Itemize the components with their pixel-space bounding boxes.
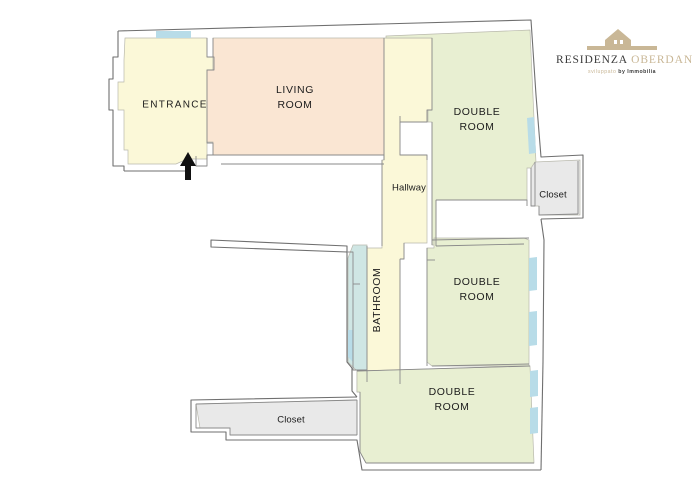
room-fill-closet-2[interactable] <box>195 399 358 436</box>
wall-outline-bottom <box>190 396 541 471</box>
window-double2-east-lower <box>529 311 537 346</box>
logo-tagline: sviluppato by Immobilia <box>556 69 688 75</box>
wall-hallway-double1 <box>399 38 433 123</box>
window-double2-east <box>529 257 537 291</box>
wall-outline-corridor-left <box>210 239 353 369</box>
window-double3-east-lower <box>530 407 538 434</box>
wall-double1-south <box>436 199 528 206</box>
logo-word-residenza: RESIDENZA <box>556 54 628 66</box>
logo-word-oberdan: OBERDAN <box>631 54 694 66</box>
wall-double2-north <box>431 237 530 241</box>
wall-hallway-door-jamb <box>400 243 405 260</box>
logo-tagline-part1: sviluppato <box>587 68 617 75</box>
wall-double3-west <box>359 392 367 464</box>
wall-outline-right-lower <box>540 361 544 471</box>
logo-title: RESIDENZA OBERDAN <box>556 54 692 67</box>
interior-walls <box>195 38 579 464</box>
room-fill-closet-1[interactable] <box>530 159 581 216</box>
windows <box>156 31 538 434</box>
wall-outline-right-mid <box>540 218 545 363</box>
wall-living-south <box>213 154 385 160</box>
wall-outline-right-upper <box>535 94 584 220</box>
logo-tagline-part2: by <box>618 68 626 75</box>
room-fill-living-room[interactable] <box>206 37 385 156</box>
wall-closet2-left <box>195 404 200 429</box>
house-roof-icon <box>587 29 657 50</box>
wall-outline-mid-left <box>351 368 358 398</box>
window-entrance-north <box>156 31 191 38</box>
window-double1-east <box>527 117 536 154</box>
wall-outline-entrance-left <box>108 31 125 171</box>
wall-bathroom-west <box>347 251 367 371</box>
wall-closet2-bottom <box>200 427 357 436</box>
room-fill-double-room-3[interactable] <box>356 365 535 464</box>
perimeter-walls <box>108 19 584 471</box>
room-fill-entrance[interactable] <box>117 37 214 165</box>
brand-logo[interactable]: RESIDENZA OBERDAN sviluppato by Immobili… <box>556 26 692 75</box>
wall-closet1 <box>530 162 536 207</box>
room-fills <box>117 29 581 464</box>
wall-hallway-double1-b <box>399 122 428 160</box>
wall-double2-north-b <box>435 243 525 247</box>
wall-outline-entrance-bottom <box>124 164 189 172</box>
logo-tagline-part3: Immobilia <box>627 68 657 75</box>
window-double3-east <box>530 370 538 397</box>
room-fill-double-room-2[interactable] <box>426 237 530 367</box>
wall-double3-north <box>356 365 531 372</box>
wall-closet2-top <box>195 399 358 405</box>
wall-outline-top <box>117 19 537 96</box>
wall-closet1-b <box>538 206 579 216</box>
entrance-arrow-icon <box>180 152 196 180</box>
wall-double2-south <box>431 363 530 367</box>
window-bathroom-west <box>348 330 353 362</box>
